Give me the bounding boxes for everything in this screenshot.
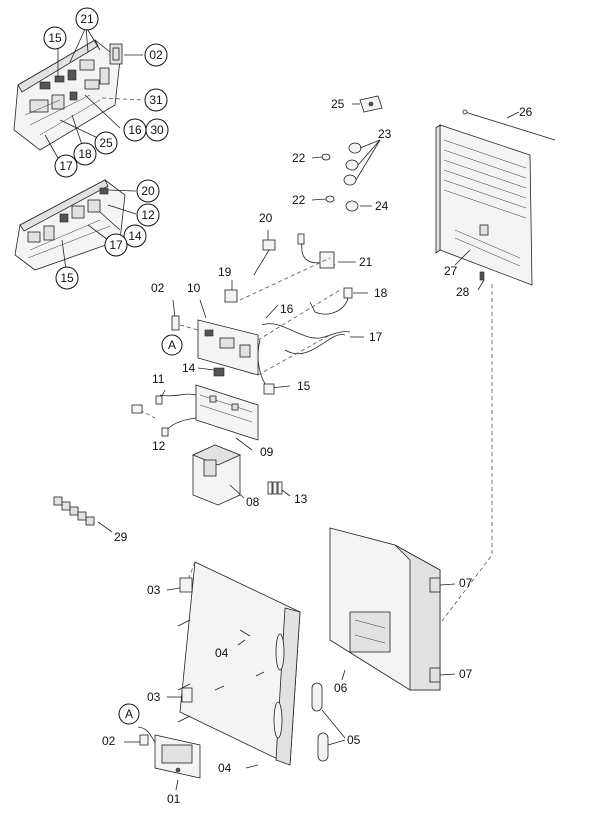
label-14: 14	[182, 361, 196, 375]
label-20: 20	[259, 211, 273, 225]
display-board	[171, 257, 341, 377]
cable-harnesses	[224, 230, 368, 395]
circle-callout-16-top: 16	[123, 118, 147, 142]
power-board	[131, 384, 259, 451]
callout-A-mid: A	[168, 338, 176, 352]
label-27: 27	[444, 264, 458, 278]
label-17: 17	[369, 330, 383, 344]
control-panel	[124, 726, 201, 791]
callout-12-mid: 12	[141, 208, 155, 222]
label-01: 01	[167, 792, 181, 806]
callout-18-top: 18	[78, 147, 92, 161]
label-06: 06	[334, 681, 348, 695]
label-29: 29	[114, 530, 128, 544]
label-13: 13	[294, 492, 308, 506]
callout-21-top: 21	[80, 12, 94, 26]
circle-callout-02-top: 02	[144, 43, 168, 67]
label-16: 16	[280, 302, 294, 316]
label-15: 15	[297, 379, 311, 393]
circle-callout-18-top: 18	[73, 142, 97, 166]
leader-lines-top	[44, 26, 144, 159]
callout-17-top: 17	[59, 159, 73, 173]
label-02-bottom: 02	[102, 734, 116, 748]
label-09: 09	[260, 445, 274, 459]
label-10: 10	[187, 281, 201, 295]
circle-callout-15-top: 15	[43, 26, 67, 50]
circle-callout-15-mid: 15	[55, 266, 79, 290]
label-25-right: 25	[331, 97, 345, 111]
callout-16-top: 16	[128, 123, 142, 137]
connector-strip	[53, 496, 113, 533]
label-12: 12	[152, 439, 166, 453]
callout-30: 30	[150, 123, 164, 137]
circle-callout-31: 31	[144, 88, 168, 112]
label-04-a: 04	[215, 646, 229, 660]
callout-A-bottom: A	[125, 707, 133, 721]
circle-callout-12-mid: 12	[136, 203, 160, 227]
circle-callout-14-mid: 14	[123, 224, 147, 248]
label-05: 05	[347, 733, 361, 747]
circle-callout-20-mid: 20	[136, 179, 160, 203]
label-22-b: 22	[292, 193, 306, 207]
small-fasteners	[311, 95, 383, 212]
label-23: 23	[378, 127, 392, 141]
circle-callout-A-bottom: A	[118, 703, 140, 725]
front-panel	[166, 561, 301, 769]
rear-casing	[419, 109, 556, 651]
callout-17-mid: 17	[109, 238, 123, 252]
callout-31: 31	[149, 93, 163, 107]
circle-callout-30: 30	[145, 118, 169, 142]
label-08: 08	[246, 495, 260, 509]
leader-lines-mid-left	[61, 189, 137, 271]
label-03-a: 03	[147, 583, 161, 597]
secondary-circuit-board	[14, 179, 126, 271]
label-11: 11	[152, 372, 165, 386]
label-03-b: 03	[147, 690, 161, 704]
callout-14-mid: 14	[128, 229, 142, 243]
label-18: 18	[374, 286, 388, 300]
seals	[311, 682, 346, 762]
label-28: 28	[456, 285, 470, 299]
callout-25-top: 25	[99, 136, 113, 150]
label-19: 19	[218, 265, 232, 279]
circle-callout-A-mid: A	[161, 334, 183, 356]
label-04-b: 04	[218, 761, 232, 775]
label-26: 26	[519, 105, 533, 119]
circle-callout-21-top: 21	[75, 7, 99, 31]
transformer	[191, 444, 245, 506]
terminal-block	[267, 481, 291, 497]
callout-15-mid: 15	[60, 271, 74, 285]
label-07-a: 07	[459, 576, 473, 590]
chassis-frame	[329, 527, 456, 691]
callout-02-top: 02	[149, 48, 163, 62]
callout-20-mid: 20	[141, 184, 155, 198]
callout-15-top: 15	[48, 31, 62, 45]
circle-callout-17-mid: 17	[104, 233, 128, 257]
label-24: 24	[375, 199, 389, 213]
circle-callout-17-top: 17	[54, 154, 78, 178]
label-02-mid: 02	[151, 281, 165, 295]
circle-callout-25-top: 25	[94, 131, 118, 155]
label-22-a: 22	[292, 151, 306, 165]
label-21: 21	[359, 255, 373, 269]
label-07-b: 07	[459, 667, 473, 681]
